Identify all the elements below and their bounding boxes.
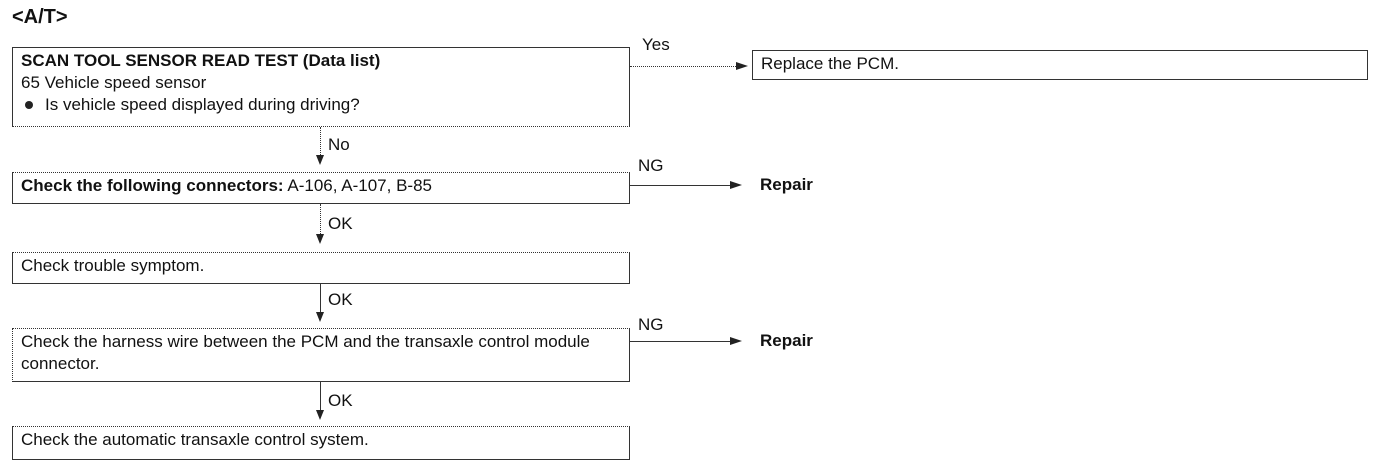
ok-label-2: OK <box>328 290 353 309</box>
ok-arrow-icon-3 <box>316 410 324 420</box>
yes-connector-line <box>630 66 736 67</box>
page-title: <A/T> <box>12 6 68 28</box>
ok-arrow-icon-2 <box>316 312 324 322</box>
ng-arrow-icon-1 <box>730 181 742 189</box>
step-scan-tool-title: SCAN TOOL SENSOR READ TEST (Data list) <box>21 51 381 70</box>
ng-connector-line-2 <box>630 341 730 342</box>
bullet-icon <box>25 101 33 109</box>
ng-label-2: NG <box>638 315 664 334</box>
ok-arrow-icon-1 <box>316 234 324 244</box>
no-connector-line <box>320 127 321 157</box>
step-check-trouble-symptom: Check trouble symptom. <box>12 252 630 284</box>
ng-arrow-icon-2 <box>730 337 742 345</box>
ng-label-1: NG <box>638 156 664 175</box>
no-label: No <box>328 135 350 154</box>
step-check-connectors: Check the following connectors: A-106, A… <box>12 172 630 204</box>
ng-connector-line-1 <box>630 185 730 186</box>
ok-label-3: OK <box>328 391 353 410</box>
step-scan-tool-test: SCAN TOOL SENSOR READ TEST (Data list) 6… <box>12 47 630 127</box>
step-check-automatic-transaxle: Check the automatic transaxle control sy… <box>12 426 630 460</box>
step-scan-tool-item: 65 Vehicle speed sensor <box>21 73 207 92</box>
yes-label: Yes <box>642 35 670 54</box>
repair-outcome-1: Repair <box>760 175 813 194</box>
ok-connector-line-3 <box>320 382 321 412</box>
ok-connector-line-1 <box>320 204 321 236</box>
step-check-harness-wire: Check the harness wire between the PCM a… <box>12 328 630 382</box>
ok-connector-line-2 <box>320 284 321 314</box>
outcome-replace-pcm: Replace the PCM. <box>752 50 1368 80</box>
step-scan-tool-question: Is vehicle speed displayed during drivin… <box>21 94 621 116</box>
repair-outcome-2: Repair <box>760 331 813 350</box>
yes-arrow-icon <box>736 62 748 70</box>
no-arrow-icon <box>316 155 324 165</box>
ok-label-1: OK <box>328 214 353 233</box>
